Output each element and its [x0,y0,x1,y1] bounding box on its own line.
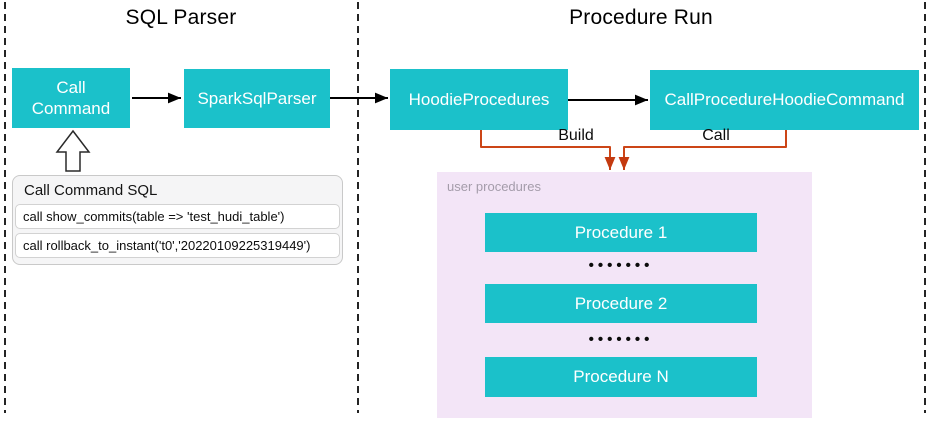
section-title-procedure-run: Procedure Run [569,6,713,29]
ellipsis-row-1: ••••••• [588,257,654,274]
sql-row-rollback-to-instant: call rollback_to_instant('t0','202201092… [15,233,340,258]
section-divider [357,2,359,413]
section-border-left [4,2,6,413]
edge-label-call: Call [702,127,730,144]
node-procedure-1: Procedure 1 [485,213,757,252]
node-call-procedure-hoodie-command: CallProcedureHoodieCommand [650,70,919,130]
node-procedure-n: Procedure N [485,357,757,397]
edge-label-build: Build [558,127,594,144]
node-spark-sql-parser: SparkSqlParser [184,69,330,128]
ellipsis-row-2: ••••••• [588,331,654,348]
user-procedures-label: user procedures [447,179,541,194]
sql-panel: Call Command SQL call show_commits(table… [12,175,343,265]
up-block-arrow-icon [55,129,91,172]
section-border-right [924,2,926,413]
sql-panel-header: Call Command SQL [24,182,158,199]
node-call-command: Call Command [12,68,130,128]
user-procedures-container: user procedures Procedure 1 ••••••• Proc… [437,172,812,418]
node-procedure-2: Procedure 2 [485,284,757,323]
sql-row-show-commits: call show_commits(table => 'test_hudi_ta… [15,204,340,229]
node-hoodie-procedures: HoodieProcedures [390,69,568,130]
section-title-sql-parser: SQL Parser [125,6,237,29]
